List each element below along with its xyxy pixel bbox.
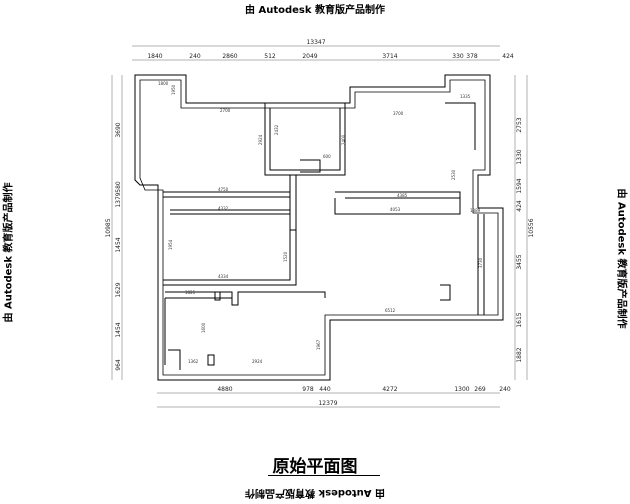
dim-right-seg: 1615 [516, 312, 523, 327]
room-dim: 2924 [258, 134, 263, 145]
room-dim: 4750 [218, 187, 229, 192]
room-dim: 1335 [460, 94, 471, 99]
room-dim: 2924 [252, 359, 263, 364]
dim-left-seg: 580 [115, 181, 122, 193]
dim-right-seg: 1882 [516, 347, 523, 362]
room-dim: 2432 [274, 124, 279, 135]
room-dim: 2700 [220, 108, 231, 113]
outer-wall-inner [139, 79, 499, 376]
dim-bottom-seg: 4880 [217, 386, 232, 393]
dim-bottom-seg: 240 [499, 386, 511, 393]
dim-right-seg: 3455 [516, 254, 523, 269]
dim-bottom-seg: 4272 [382, 386, 397, 393]
room-dim: 6512 [385, 308, 396, 313]
outer-wall [134, 74, 504, 381]
wall-right-window [477, 214, 485, 315]
wall-lower-room [165, 291, 233, 299]
wall-bedroom1b [170, 209, 291, 215]
dim-top-total: 13347 [306, 39, 325, 46]
dim-bottom-seg: 269 [474, 386, 486, 393]
room-dim: 1800 [158, 81, 169, 86]
dim-bottom-total: 12379 [318, 400, 337, 407]
room-dim: 1950 [171, 84, 176, 95]
dim-top-seg: 2860 [222, 53, 237, 60]
room-dim: 1967 [316, 339, 321, 350]
wall-right-col [440, 284, 451, 301]
dim-right-total: 10556 [528, 218, 535, 237]
watermark-top: 由 Autodesk 教育版产品制作 [244, 5, 385, 16]
dim-right-col: 10556 2753 1330 1594 424 3455 1615 1882 [516, 117, 535, 362]
dim-left-col: 10985 3690 1379 580 1454 1629 1454 964 [105, 122, 122, 371]
dim-top-seg: 3714 [382, 53, 397, 60]
wall-kitchen-in [269, 108, 341, 171]
wall-corridor [334, 191, 461, 215]
wall-bottom-room [164, 298, 181, 370]
room-dim: 4334 [218, 274, 229, 279]
dim-right-seg: 424 [516, 200, 523, 212]
dim-bottom-row: 4880 978 440 4272 1300 269 240 [217, 386, 511, 393]
room-dim: 3700 [393, 111, 404, 116]
dim-top-seg: 240 [189, 53, 201, 60]
dim-left-seg: 3690 [115, 122, 122, 137]
dim-left-total: 10985 [105, 218, 112, 237]
wall-kitchen-door [300, 159, 321, 173]
wall-bath [289, 175, 297, 231]
dim-right-seg: 1594 [516, 178, 523, 193]
dim-bottom-seg: 1300 [454, 386, 469, 393]
dim-right-seg: 1330 [516, 149, 523, 164]
wall-bottom-col [207, 354, 215, 366]
dim-top-seg: 378 [466, 53, 478, 60]
title-underline [268, 475, 380, 476]
room-dim: 1362 [188, 359, 199, 364]
dim-top-seg: 330 [452, 53, 464, 60]
wall-lower-2 [231, 291, 326, 306]
wall-kitchen [264, 103, 346, 176]
dim-left-seg: 964 [115, 359, 122, 371]
dim-bottom-seg: 978 [302, 386, 314, 393]
dim-left-seg: 1379 [115, 192, 122, 207]
dim-top-row: 1840 240 2860 512 2049 3714 330 378 424 [147, 53, 514, 60]
room-dim: 1520 [283, 251, 288, 262]
room-dim: 1389 [470, 208, 481, 213]
room-dim: 4332 [218, 206, 229, 211]
dim-top-seg: 512 [264, 53, 276, 60]
dim-bottom-seg: 440 [319, 386, 331, 393]
dim-left-seg: 1629 [115, 282, 122, 297]
room-dim: 2400 [341, 134, 346, 145]
room-dim: 4385 [397, 193, 408, 198]
room-dim: 1954 [168, 239, 173, 250]
dim-left-seg: 1454 [115, 237, 122, 252]
room-dim: 2530 [451, 169, 456, 180]
room-dim: 4053 [390, 207, 401, 212]
wall-balcony-top [445, 102, 476, 150]
plan-title: 原始平面图 [272, 457, 358, 477]
room-dims: 1800 1950 2700 2924 2432 2400 3700 1335 … [158, 81, 483, 364]
room-dim: 1600 [201, 322, 206, 333]
room-dim: 600 [323, 154, 331, 159]
dim-top-seg: 424 [502, 53, 514, 60]
wall-middle [163, 229, 297, 286]
room-dim: 1825 [185, 290, 196, 295]
dim-top-seg: 1840 [147, 53, 162, 60]
wall-bedroom1 [163, 191, 291, 198]
dim-left-seg: 1454 [115, 322, 122, 337]
dim-right-seg: 2753 [516, 117, 523, 132]
room-dim: 3730 [478, 257, 483, 268]
dim-top-seg: 2049 [302, 53, 317, 60]
wall-lower-col [214, 292, 221, 301]
